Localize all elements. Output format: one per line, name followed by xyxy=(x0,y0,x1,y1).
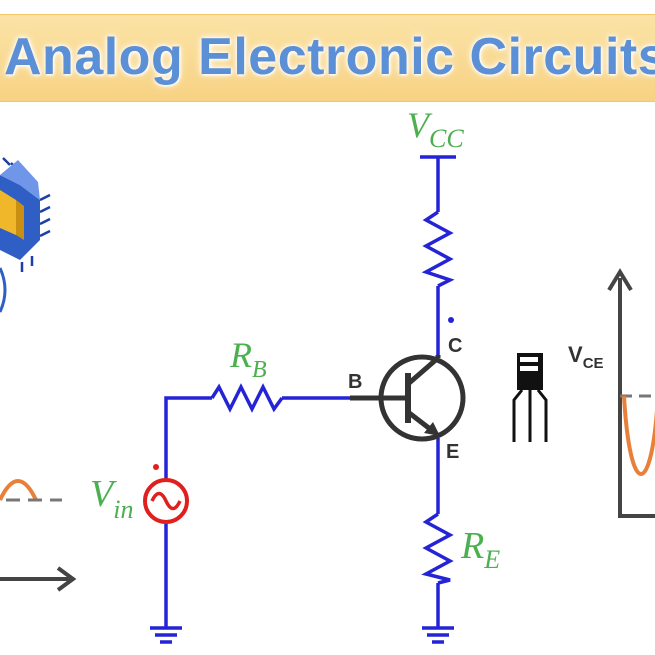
ac-voltage-source xyxy=(143,464,189,524)
pin-label-b: B xyxy=(348,371,362,393)
collector-dot xyxy=(448,317,454,323)
title-banner: Analog Electronic Circuits xyxy=(0,14,655,102)
page-title: Analog Electronic Circuits xyxy=(4,28,655,86)
time-axis-arrow xyxy=(0,566,77,592)
pin-label-e: E xyxy=(446,441,459,463)
vin-label: Vin xyxy=(90,473,133,524)
input-waveform xyxy=(0,479,38,501)
vce-graph xyxy=(607,268,655,518)
rb-label: RB xyxy=(229,335,267,383)
re-label: RE xyxy=(460,525,500,574)
transistor-package-icon xyxy=(512,353,548,442)
ground-symbol-left xyxy=(150,626,182,644)
resistor-rb xyxy=(210,383,284,413)
vce-label: VCE xyxy=(568,342,604,372)
pin-label-c: C xyxy=(448,335,462,357)
wires xyxy=(164,155,456,628)
vcc-label: VCC xyxy=(407,105,464,153)
ground-symbol-right xyxy=(422,626,454,644)
resistor-rc xyxy=(421,210,455,288)
ic-chip-icon xyxy=(0,157,51,313)
resistor-re xyxy=(421,512,454,585)
npn-transistor xyxy=(350,354,466,442)
